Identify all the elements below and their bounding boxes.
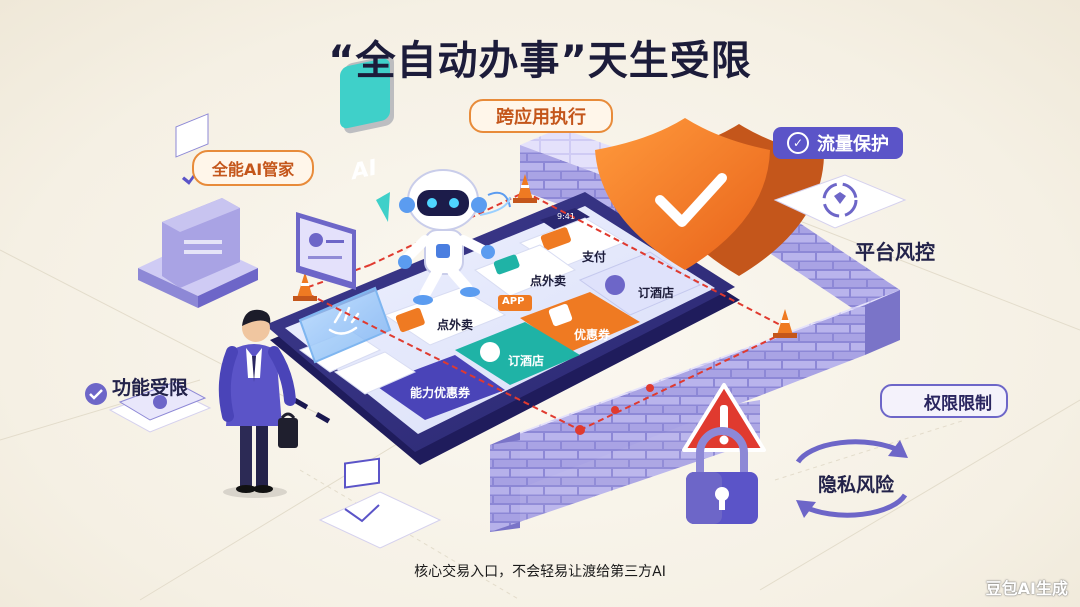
label-privacy-risk: 隐私风险 <box>818 474 895 496</box>
card-coupon-label: 优惠券 <box>574 328 611 342</box>
label-function-limit: 功能受限 <box>112 377 189 399</box>
traffic-cone-icon <box>773 309 797 338</box>
cloud-key-card-icon <box>296 212 356 290</box>
businessman-figure <box>218 309 298 498</box>
page-title: “全自动办事”天生受限 <box>328 38 752 84</box>
ballot-box-icon <box>138 113 258 308</box>
tag-traffic-protect: ✓ 流量保护 <box>773 127 903 159</box>
robot-icon <box>398 169 511 305</box>
warning-icon <box>682 383 766 452</box>
cycle-arrows-icon <box>795 439 908 518</box>
caption: 核心交易入口，不会轻易让渡给第三方AI <box>414 564 666 580</box>
tag-traffic-protect-label: 流量保护 <box>817 134 889 155</box>
shield-check-icon <box>595 118 824 276</box>
tag-ai-butler: 全能AI管家 <box>192 150 314 186</box>
traffic-cone-icon <box>293 272 317 301</box>
card-takeout-label: 点外卖 <box>530 274 567 288</box>
card-capability-label: 能力优惠券 <box>410 386 471 400</box>
card-hotel-label: 订酒店 <box>638 286 675 300</box>
card-app-label: APP <box>502 296 525 307</box>
padlock-icon <box>686 427 758 524</box>
card-takeout2-label: 点外卖 <box>437 318 474 332</box>
boundary-dots <box>575 384 654 435</box>
check-circle-icon: ✓ <box>787 132 809 154</box>
card-pay-label: 支付 <box>582 250 607 264</box>
tag-permission-limit: 权限限制 <box>880 384 1008 418</box>
card-hotel2-label: 订酒店 <box>508 354 545 368</box>
watermark: 豆包AI生成 <box>985 579 1068 598</box>
tag-cross-app: 跨应用执行 <box>469 99 613 133</box>
traffic-cone-icon <box>513 174 537 203</box>
ring-protect-icon <box>773 174 907 229</box>
phone-status-time: 9:41 <box>557 212 575 221</box>
label-risk-control: 平台风控 <box>855 240 935 264</box>
ai-chat-bubble <box>340 55 394 222</box>
envelope-icon <box>318 457 442 549</box>
certificate-icon <box>85 381 212 433</box>
